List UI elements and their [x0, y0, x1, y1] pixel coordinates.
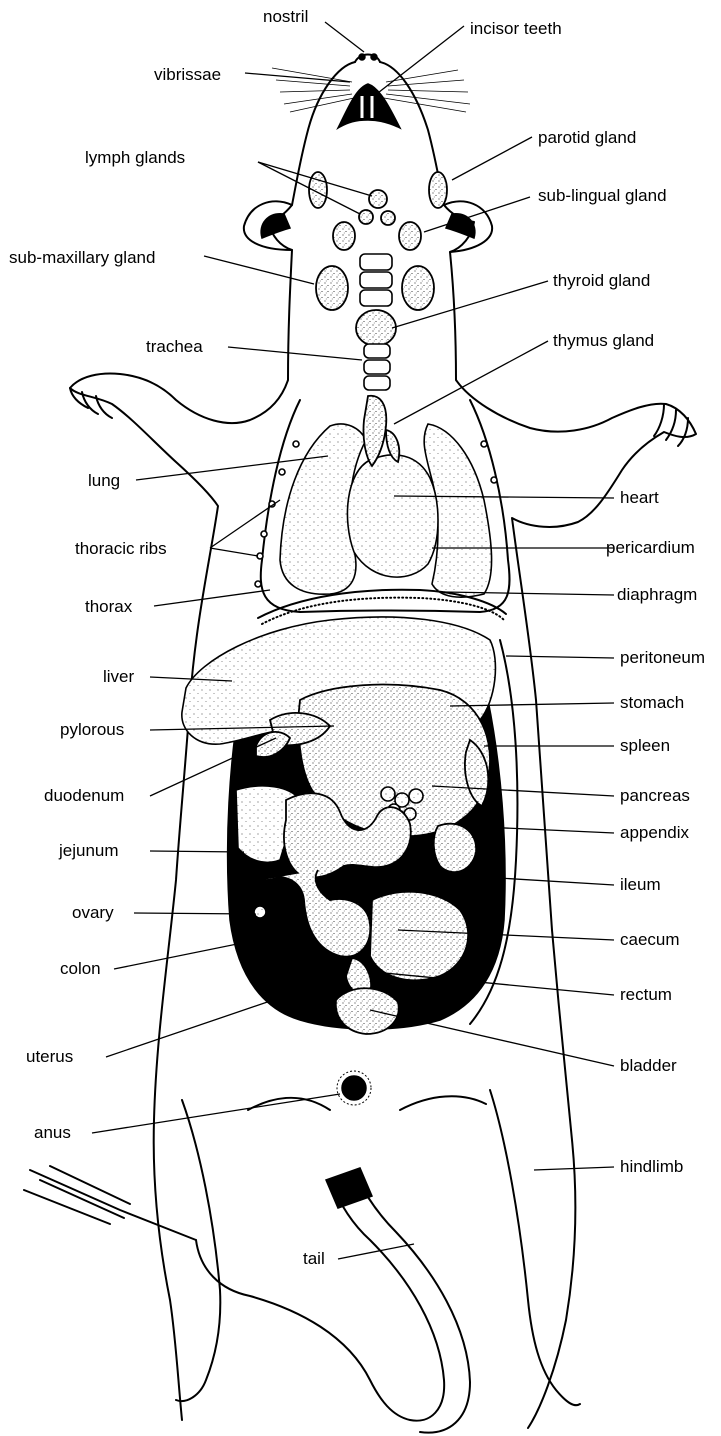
- label-pericardium: pericardium: [606, 538, 695, 557]
- label-thorax: thorax: [85, 597, 133, 616]
- right-ear-inner: [446, 214, 475, 238]
- label-ileum: ileum: [620, 875, 661, 894]
- label-tail: tail: [303, 1249, 325, 1268]
- label-thyroid-gland: thyroid gland: [553, 271, 650, 290]
- ovary-shape: [254, 906, 266, 918]
- label-incisor-teeth: incisor teeth: [470, 19, 562, 38]
- left-nostril: [359, 54, 365, 60]
- label-pylorous: pylorous: [60, 720, 124, 739]
- appendix-shape: [434, 824, 476, 872]
- label-colon: colon: [60, 959, 101, 978]
- tail-body-inner: [356, 1176, 470, 1433]
- right-forepaw: [654, 404, 688, 446]
- label-uterus: uterus: [26, 1047, 73, 1066]
- tail-body: [196, 1180, 444, 1421]
- label-nostril: nostril: [263, 7, 308, 26]
- label-caecum: caecum: [620, 930, 680, 949]
- label-duodenum: duodenum: [44, 786, 124, 805]
- label-trachea: trachea: [146, 337, 203, 356]
- label-stomach: stomach: [620, 693, 684, 712]
- mouth-opening: [338, 84, 400, 128]
- abdomen-group: [182, 617, 518, 1034]
- label-spleen: spleen: [620, 736, 670, 755]
- label-thoracic-ribs: thoracic ribs: [75, 539, 167, 558]
- label-parotid-gland: parotid gland: [538, 128, 636, 147]
- tail-tuft: [24, 1166, 196, 1240]
- caecum-shape: [370, 892, 468, 981]
- lymph-gland-3: [381, 211, 395, 225]
- sub-maxillary-right: [402, 266, 434, 310]
- parotid-gland-shape: [429, 172, 447, 208]
- left-ear-inner: [261, 214, 290, 238]
- lymph-gland-1: [369, 190, 387, 208]
- thorax-group: [255, 396, 510, 624]
- label-pancreas: pancreas: [620, 786, 690, 805]
- label-peritoneum: peritoneum: [620, 648, 705, 667]
- label-heart: heart: [620, 488, 659, 507]
- right-nostril: [371, 54, 377, 60]
- label-lymph-glands: lymph glands: [85, 148, 185, 167]
- sub-lingual-gland-shape: [399, 222, 421, 250]
- label-rectum: rectum: [620, 985, 672, 1004]
- anus-mark: [342, 1076, 366, 1100]
- label-hindlimb: hindlimb: [620, 1157, 683, 1176]
- sub-lingual-left: [333, 222, 355, 250]
- label-appendix: appendix: [620, 823, 690, 842]
- label-vibrissae: vibrissae: [154, 65, 221, 84]
- thyroid-gland-shape: [356, 310, 396, 346]
- trachea-group: [356, 254, 396, 390]
- label-lung: lung: [88, 471, 120, 490]
- right-hindlimb: [490, 1090, 580, 1405]
- label-thymus-gland: thymus gland: [553, 331, 654, 350]
- label-sub-maxillary-gland: sub-maxillary gland: [9, 248, 155, 267]
- label-sub-lingual-gland: sub-lingual gland: [538, 186, 667, 205]
- lymph-gland-2: [359, 210, 373, 224]
- label-bladder: bladder: [620, 1056, 677, 1075]
- label-diaphragm: diaphragm: [617, 585, 697, 604]
- label-jejunum: jejunum: [58, 841, 119, 860]
- heart-shape: [347, 455, 438, 577]
- label-anus: anus: [34, 1123, 71, 1142]
- label-ovary: ovary: [72, 903, 114, 922]
- sub-maxillary-gland-shape: [316, 266, 348, 310]
- label-liver: liver: [103, 667, 135, 686]
- tail-base: [326, 1168, 372, 1208]
